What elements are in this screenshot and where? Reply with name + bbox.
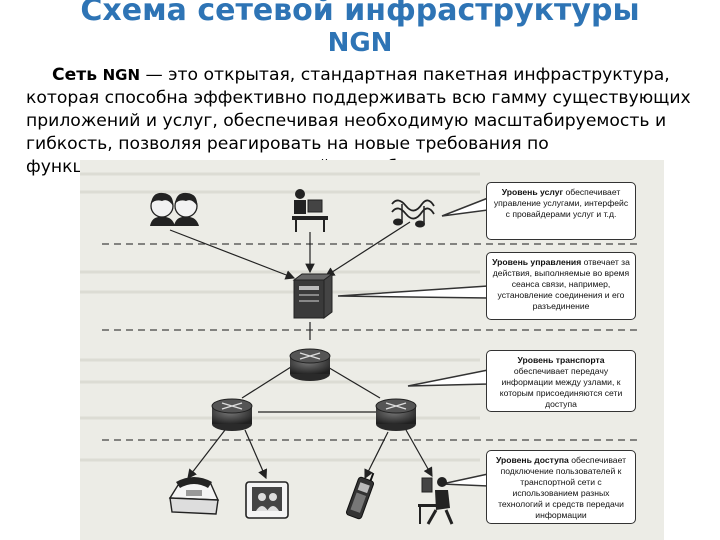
title-line-2: NGN bbox=[327, 28, 393, 58]
server-icon bbox=[292, 273, 334, 319]
callout-service-layer-name: Уровень услуг bbox=[501, 187, 564, 197]
title-line-1: Схема сетевой инфраструктуры bbox=[80, 0, 640, 28]
diagram-canvas bbox=[80, 172, 640, 525]
workstation-icon bbox=[292, 189, 328, 232]
router-icon bbox=[289, 348, 331, 381]
telephone-icon bbox=[168, 477, 220, 515]
callout-service-layer-text: обеспечивает управление услугами, интерф… bbox=[493, 187, 629, 219]
callout-pointers bbox=[337, 196, 489, 487]
callout-control-layer-name: Уровень управления bbox=[492, 257, 582, 267]
intro-lead: Сеть bbox=[52, 65, 98, 85]
connection-lines bbox=[169, 221, 433, 480]
users-icon bbox=[150, 192, 199, 226]
page-title: Схема сетевой инфраструктуры NGN bbox=[0, 0, 720, 58]
layer-separators bbox=[102, 243, 640, 441]
music-icon bbox=[391, 199, 435, 228]
callout-control-layer-text: отвечает за действия, выполняемые во вре… bbox=[492, 257, 630, 311]
videophone-icon bbox=[245, 481, 289, 519]
router-icon bbox=[375, 398, 417, 431]
callout-transport-layer-name: Уровень транспорта bbox=[517, 355, 605, 365]
callout-transport-layer-text: обеспечивает передачу информации между у… bbox=[499, 366, 623, 409]
callout-access-layer-name: Уровень доступа bbox=[495, 455, 569, 465]
pc-user-icon bbox=[418, 477, 454, 525]
router-icon bbox=[211, 398, 253, 431]
callout-access-layer-text: обеспечивает подключение пользователей к… bbox=[498, 455, 627, 520]
callout-access-layer: Уровень доступа обеспечивает подключение… bbox=[486, 450, 636, 524]
ngn-diagram: Уровень услуг обеспечивает управление ус… bbox=[80, 160, 664, 540]
callout-transport-layer: Уровень транспорта обеспечивает передачу… bbox=[486, 350, 636, 412]
mobile-phone-icon bbox=[345, 472, 375, 520]
callout-service-layer: Уровень услуг обеспечивает управление ус… bbox=[486, 182, 636, 240]
background-texture bbox=[80, 172, 480, 462]
callout-control-layer: Уровень управления отвечает за действия,… bbox=[486, 252, 636, 320]
intro-abbr: NGN bbox=[102, 66, 140, 84]
